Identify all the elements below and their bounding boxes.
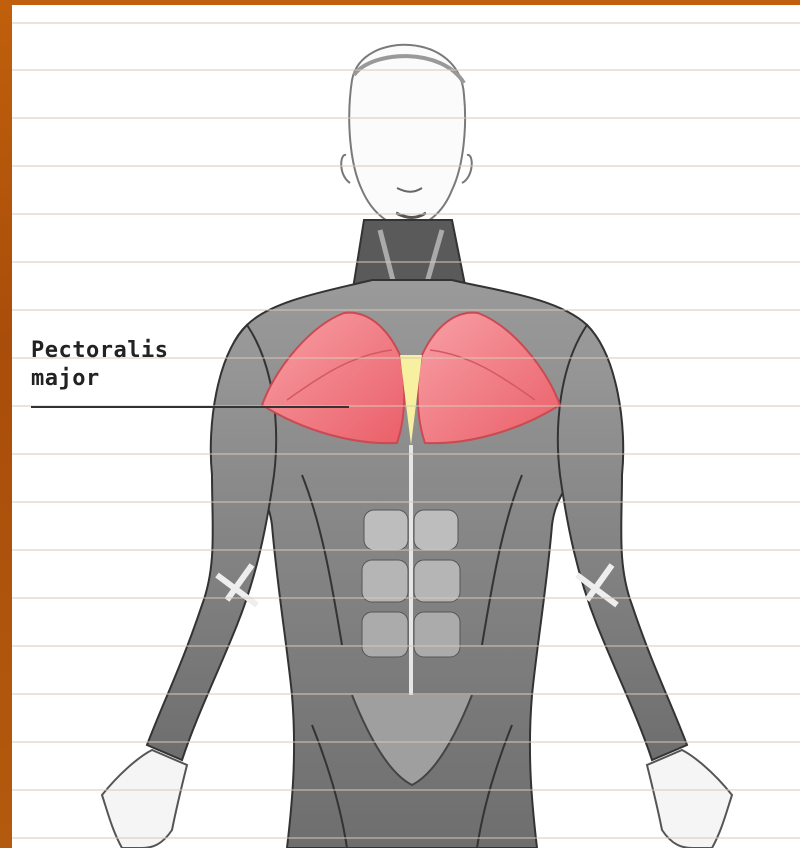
muscle-label: Pectoralis major bbox=[31, 337, 168, 393]
anatomy-figure bbox=[12, 5, 800, 848]
ruled-paper: Pectoralis major bbox=[12, 5, 800, 848]
label-leader-line bbox=[31, 406, 349, 408]
left-arm bbox=[102, 325, 276, 848]
right-arm bbox=[558, 325, 732, 848]
muscle-label-line2: major bbox=[31, 365, 168, 393]
head bbox=[341, 45, 472, 227]
muscle-label-line1: Pectoralis bbox=[31, 337, 168, 365]
